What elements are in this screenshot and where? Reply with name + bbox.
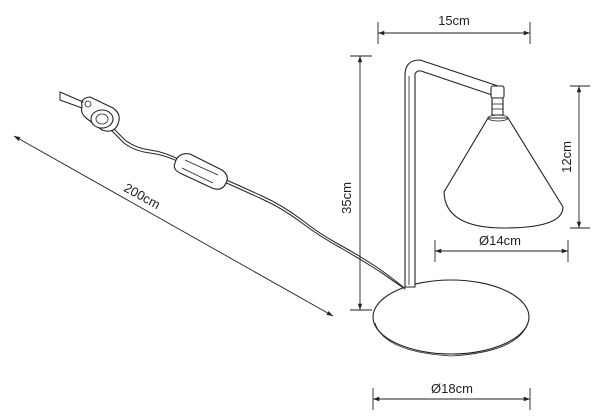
lamp-base xyxy=(372,279,530,357)
label-cable-length: 200cm xyxy=(121,180,162,212)
dimension-base-diameter: Ø18cm xyxy=(372,381,531,410)
dimension-shade-diameter: Ø14cm xyxy=(434,233,569,262)
dimension-shade-width: 15cm xyxy=(377,13,531,44)
shade-mount xyxy=(490,85,505,116)
label-shade-height: 12cm xyxy=(559,141,574,173)
table-lamp xyxy=(59,59,564,357)
label-lamp-height: 35cm xyxy=(339,182,354,214)
label-base-diameter: Ø18cm xyxy=(431,381,473,396)
dimension-shade-height: 12cm xyxy=(559,85,590,229)
inline-switch xyxy=(173,153,228,190)
label-shade-width: 15cm xyxy=(438,13,470,28)
dimension-cable-length: 200cm xyxy=(13,135,334,317)
dimension-lamp-height: 35cm xyxy=(339,55,372,311)
lamp-shade xyxy=(443,114,564,229)
label-shade-diameter: Ø14cm xyxy=(479,233,521,248)
power-plug xyxy=(59,91,120,132)
